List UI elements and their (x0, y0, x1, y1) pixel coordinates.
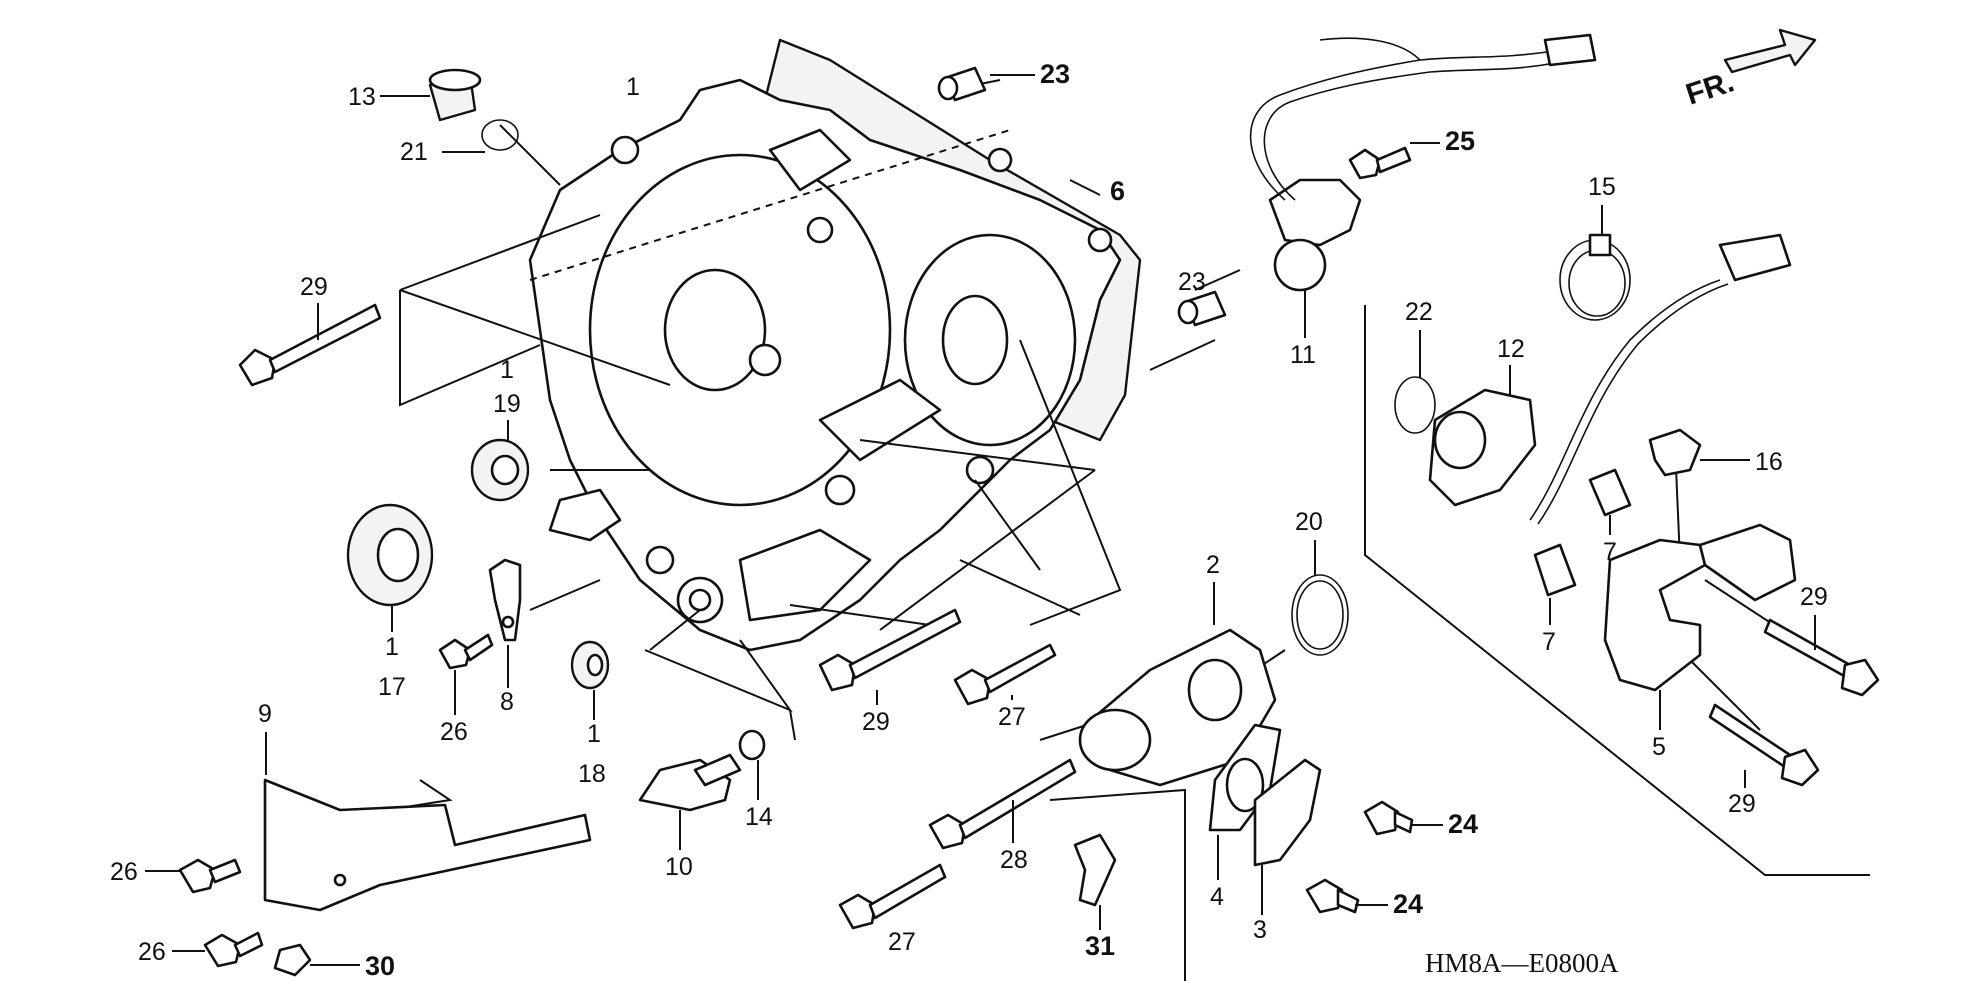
callout-27a: 27 (998, 703, 1026, 731)
callout-21: 21 (400, 138, 428, 166)
callout-7b: 7 (1542, 628, 1556, 656)
callout-3: 3 (1253, 916, 1267, 944)
callout-6: 6 (1110, 176, 1125, 206)
crankcase-cover (528, 38, 1142, 652)
callout-29b: 29 (862, 708, 890, 736)
callout-22: 22 (1405, 298, 1433, 326)
callout-29d: 29 (1728, 790, 1756, 818)
callout-1d: 1 (587, 720, 601, 748)
front-direction-label: FR. (1682, 65, 1738, 111)
callout-23b: 23 (1178, 268, 1206, 296)
callout-9: 9 (258, 700, 272, 728)
callout-7a: 7 (1603, 538, 1617, 566)
callout-24b: 24 (1393, 889, 1423, 919)
callout-8: 8 (500, 688, 514, 716)
callout-23a: 23 (1040, 59, 1070, 89)
callout-2: 2 (1206, 551, 1220, 579)
callout-29c: 29 (1800, 583, 1828, 611)
callout-30: 30 (365, 951, 395, 981)
callout-14: 14 (745, 803, 773, 831)
callout-26c: 26 (138, 938, 166, 966)
callout-31: 31 (1085, 931, 1115, 961)
callout-labels: 13 21 1 29 1 19 1 17 26 8 1 18 9 26 26 3… (110, 59, 1828, 981)
callout-27b: 27 (888, 928, 916, 956)
callout-15: 15 (1588, 173, 1616, 201)
callout-25: 25 (1445, 126, 1475, 156)
callout-19: 19 (493, 390, 521, 418)
callout-10: 10 (665, 853, 693, 881)
callout-17: 17 (378, 673, 406, 701)
callout-26a: 26 (440, 718, 468, 746)
callout-26b: 26 (110, 858, 138, 886)
callout-24a: 24 (1448, 809, 1478, 839)
small-parts (178, 28, 1880, 977)
callout-20: 20 (1295, 508, 1323, 536)
callout-29a: 29 (300, 273, 328, 301)
callout-5: 5 (1652, 733, 1666, 761)
callout-16: 16 (1755, 448, 1783, 476)
callout-18: 18 (578, 760, 606, 788)
callout-28: 28 (1000, 846, 1028, 874)
callout-13: 13 (348, 83, 376, 111)
callout-1b: 1 (500, 356, 514, 384)
callout-4: 4 (1210, 883, 1224, 911)
callout-1a: 1 (626, 73, 640, 101)
diagram-code: HM8A—E0800A (1425, 948, 1619, 978)
callout-12: 12 (1497, 335, 1525, 363)
callout-11: 11 (1290, 341, 1316, 369)
callout-1c: 1 (385, 633, 399, 661)
